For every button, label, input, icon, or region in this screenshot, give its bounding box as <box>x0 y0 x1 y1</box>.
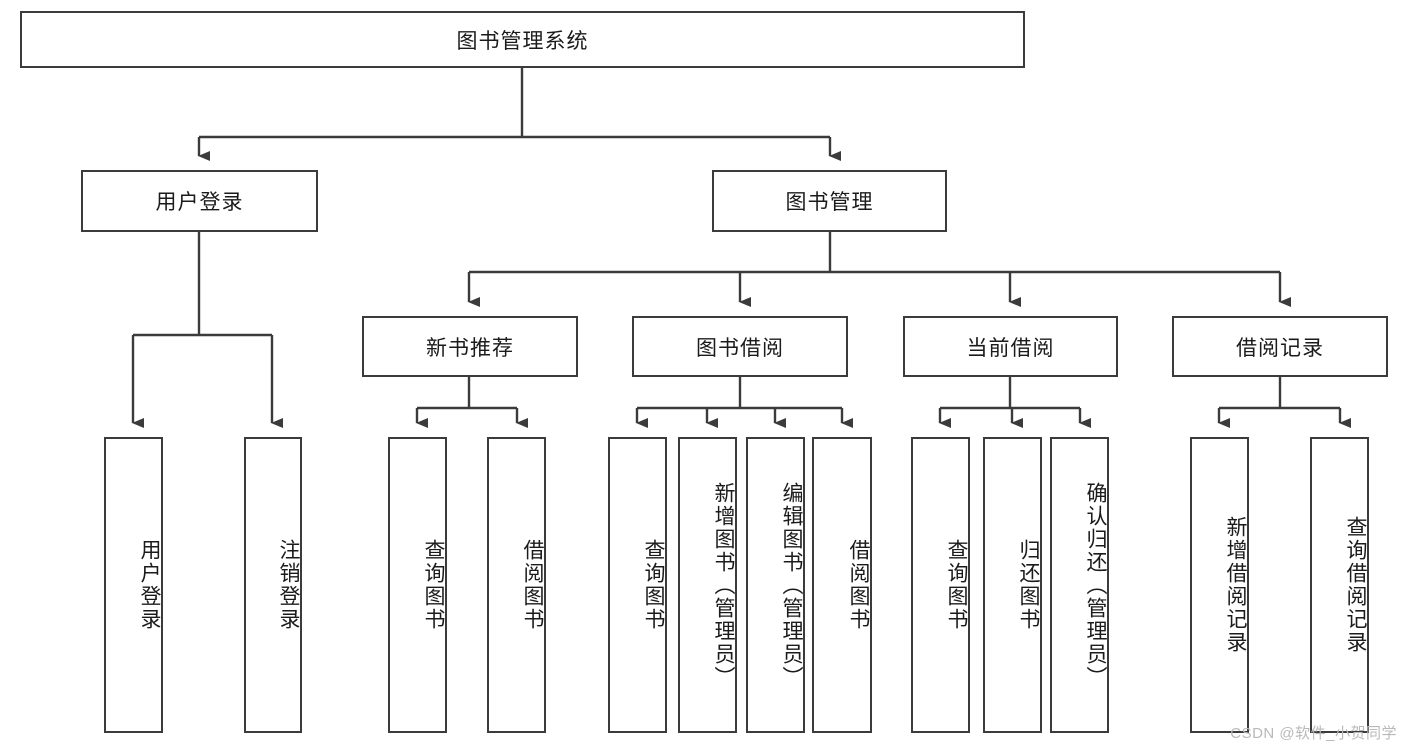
leaf-node[interactable]: 编辑图书（管理员） <box>746 437 805 733</box>
leaf-node[interactable]: 新增图书（管理员） <box>678 437 737 733</box>
leaf-node[interactable]: 查询图书 <box>388 437 447 733</box>
node-book-borrow[interactable]: 图书借阅 <box>632 316 848 377</box>
leaf-node[interactable]: 新增借阅记录 <box>1190 437 1249 733</box>
leaf-node[interactable]: 查询图书 <box>911 437 970 733</box>
leaf-node[interactable]: 归还图书 <box>983 437 1042 733</box>
leaf-node[interactable]: 借阅图书 <box>812 437 872 733</box>
node-new-book-recommend[interactable]: 新书推荐 <box>362 316 578 377</box>
node-book-management[interactable]: 图书管理 <box>712 170 947 232</box>
csdn-watermark: CSDN @软件_小贺同学 <box>1230 725 1397 742</box>
leaf-node[interactable]: 注销登录 <box>244 437 302 733</box>
node-current-borrow[interactable]: 当前借阅 <box>903 316 1118 377</box>
leaf-node[interactable]: 查询图书 <box>608 437 667 733</box>
node-user-login[interactable]: 用户登录 <box>81 170 318 232</box>
leaf-node[interactable]: 用户登录 <box>104 437 163 733</box>
node-borrow-record[interactable]: 借阅记录 <box>1172 316 1388 377</box>
node-root[interactable]: 图书管理系统 <box>20 11 1025 68</box>
leaf-node[interactable]: 查询借阅记录 <box>1310 437 1369 733</box>
leaf-node[interactable]: 确认归还（管理员） <box>1050 437 1109 733</box>
leaf-node[interactable]: 借阅图书 <box>487 437 546 733</box>
